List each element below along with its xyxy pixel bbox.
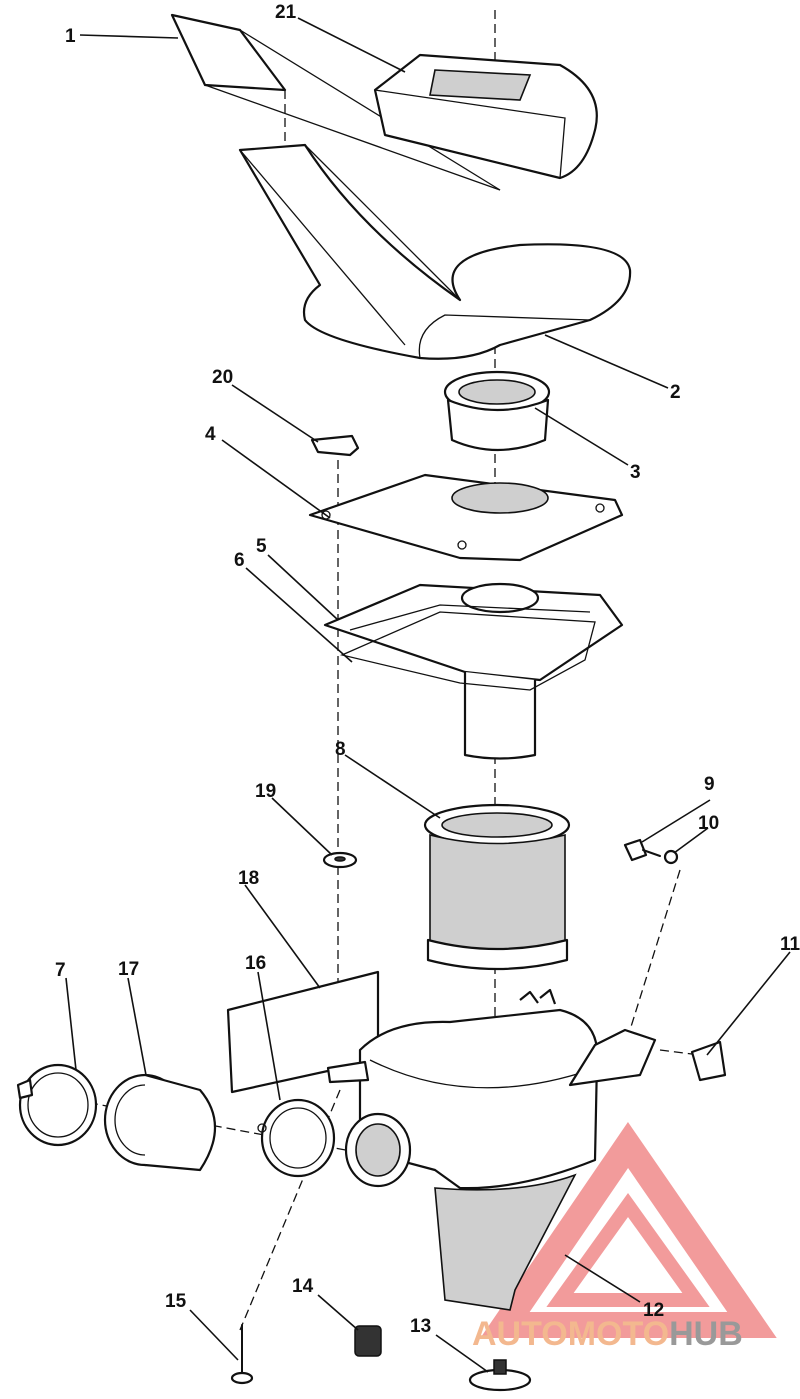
callout-4: 4 [205,424,216,445]
watermark-hub: HUB [669,1315,743,1353]
callout-6: 6 [234,550,245,571]
part-4-top-plate [308,473,624,562]
svg-text:AUTOMOTOHUB: AUTOMOTOHUB [472,1315,743,1353]
part-14-fitting [354,1325,382,1357]
callout-11: 11 [780,934,800,955]
callout-labels: 1 21 2 3 20 4 5 6 8 19 9 10 18 11 7 17 1… [55,2,800,1337]
part-15-screw [230,1324,254,1385]
housing-inlet-stub [344,1112,412,1188]
callout-12: 12 [643,1300,664,1321]
part-17-tube [103,1073,217,1172]
part-11-bracket [690,1040,727,1082]
part-20-clip [310,434,360,457]
watermark-logo-icon [480,1122,777,1338]
callout-14: 14 [292,1276,314,1297]
part-1-flap [170,13,501,191]
callout-1: 1 [65,26,76,47]
leader-lines [65,17,791,1373]
callout-13: 13 [410,1316,431,1337]
callout-9: 9 [704,774,715,795]
part-7-clamp [16,1063,98,1147]
callout-8: 8 [335,739,346,760]
callout-17: 17 [118,959,139,980]
part-2-intake-duct [238,143,632,360]
part-16-clamp [257,1098,336,1178]
part-12-housing [326,988,657,1311]
part-9-bolt [623,838,661,862]
callout-5: 5 [256,536,267,557]
part-13-drain-valve [468,1359,532,1392]
watermark-moto: MOTO [568,1315,669,1353]
callout-15: 15 [165,1291,187,1312]
callout-18: 18 [238,868,259,889]
watermark-auto: AUTO [472,1315,568,1353]
part-21-cap [373,53,598,180]
callout-7: 7 [55,960,66,981]
callout-3: 3 [630,462,641,483]
part-5-cover [323,582,624,760]
part-3-boot [443,370,551,452]
part-19-washer [322,851,358,869]
part-6-gasket [339,611,596,691]
callout-21: 21 [275,2,297,23]
part-10-washer [663,849,679,865]
callout-16: 16 [245,953,266,974]
callout-19: 19 [255,781,276,802]
callout-2: 2 [670,382,681,403]
watermark-text: AUTOMOTOHUB [472,1315,743,1353]
callout-10: 10 [698,813,719,834]
callout-20: 20 [212,367,233,388]
part-8-filter [423,803,571,971]
